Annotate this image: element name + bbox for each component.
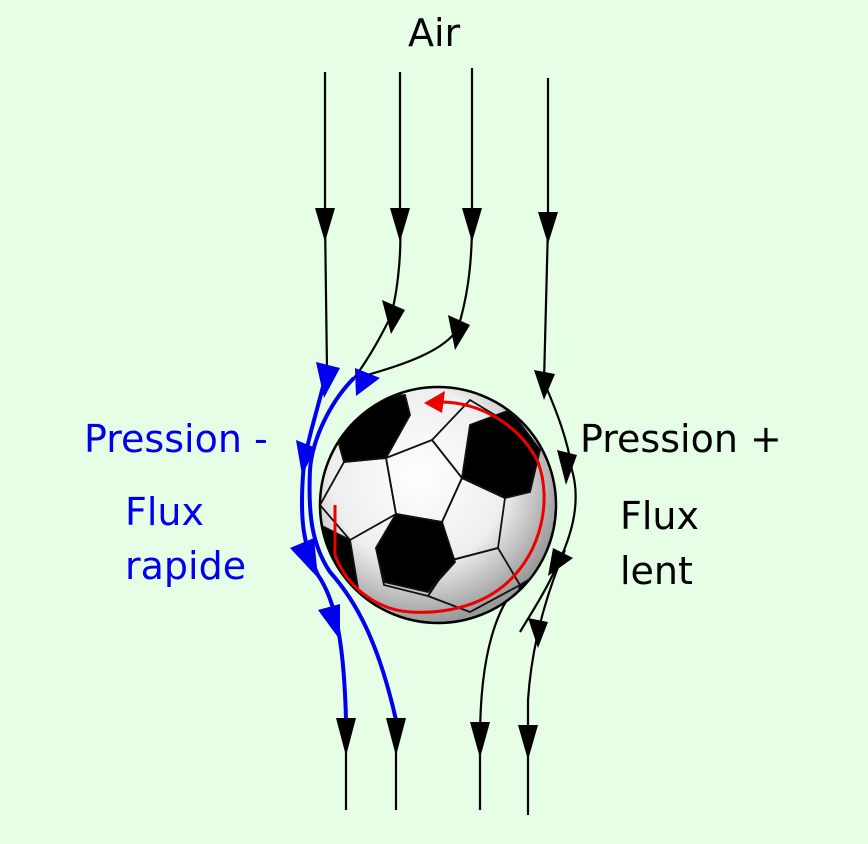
streamline-mid-left: [353, 72, 402, 379]
high-pressure-label: Pression +: [580, 417, 782, 461]
exit-streamlines: [344, 720, 398, 810]
fast-flow-label-line1: Flux: [125, 490, 204, 534]
fast-flow-label-line2: rapide: [125, 544, 247, 588]
blue-arrowheads: [290, 362, 380, 640]
slow-streamline-a: [526, 549, 567, 815]
slow-flow-label-line1: Flux: [620, 494, 699, 538]
arrowheads: [315, 208, 577, 760]
air-label: Air: [408, 11, 461, 55]
rotation-arrow: [333, 391, 546, 614]
low-pressure-label: Pression -: [84, 417, 268, 461]
slow-streamline-b: [478, 597, 509, 810]
slow-flow-label-line2: lent: [620, 549, 693, 593]
streamline-far-right: [519, 78, 577, 633]
fast-streamline-b: [307, 376, 398, 721]
soccer-ball-icon: [318, 385, 558, 625]
